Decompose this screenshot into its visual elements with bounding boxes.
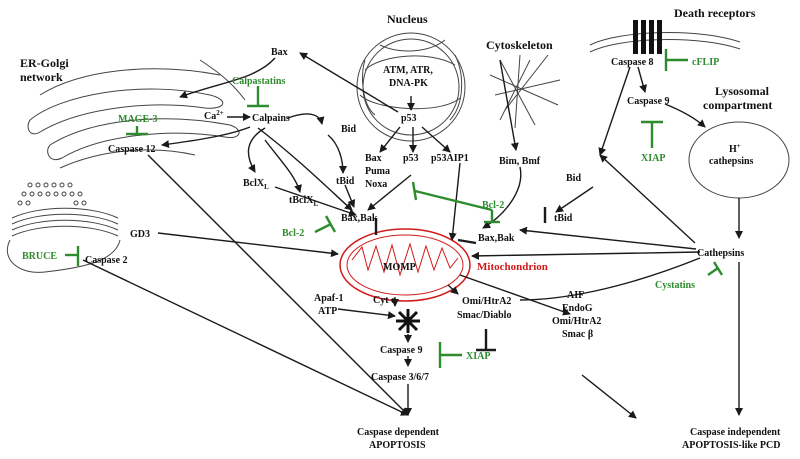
inhibitor-bcl2-mid: Bcl-2 — [482, 200, 504, 211]
outcome-caspase-independent-line2: APOPTOSIS-like PCD — [682, 440, 780, 451]
node-bim-bmf: Bim, Bmf — [499, 156, 541, 167]
node-baxbak-left: Bax,Bak — [341, 213, 378, 224]
mitochondrion-label: Mitochondrion — [477, 261, 548, 273]
inhibitor-bruce: BRUCE — [22, 251, 57, 262]
node-endog: EndoG — [562, 303, 593, 314]
apoptosome-icon — [396, 309, 420, 333]
inhibitor-mage3: MAGE-3 — [118, 114, 157, 125]
node-cytc: Cyt c — [373, 295, 396, 306]
node-apaf1: Apaf-1 — [314, 293, 343, 304]
node-p53-mid: p53 — [403, 153, 419, 164]
node-ca2: Ca2+ — [204, 109, 224, 122]
node-bax-list: Bax — [365, 153, 382, 164]
node-omi-htra2-mid: Omi/HtrA2 — [462, 296, 511, 307]
outcome-caspase-dependent-line1: Caspase dependent — [357, 427, 440, 438]
node-gd3: GD3 — [130, 229, 150, 240]
node-bid-right: Bid — [566, 173, 581, 184]
node-caspase367: Caspase 3/6/7 — [371, 372, 429, 383]
node-calpains: Calpains — [252, 113, 290, 124]
node-momp: MOMP — [383, 262, 416, 273]
inhibitor-cflip: cFLIP — [692, 57, 719, 68]
activation-arrows — [82, 52, 743, 419]
golgi-vesicles — [17, 182, 87, 206]
node-bax-top: Bax — [271, 47, 288, 58]
node-bid-left: Bid — [341, 124, 356, 135]
node-caspase2: Caspase 2 — [85, 255, 128, 266]
lysosomal-label-line1: Lysosomal — [715, 84, 770, 98]
node-caspase12: Caspase 12 — [108, 144, 156, 155]
node-tbid-right: tBid — [554, 213, 573, 224]
inhibitor-xiap-top: XIAP — [641, 153, 665, 164]
nucleus-label: Nucleus — [387, 12, 428, 26]
node-atp: ATP — [318, 306, 337, 317]
inhibitor-calpastatins: Calpastatins — [232, 76, 285, 87]
node-omi-htra2-right: Omi/HtrA2 — [552, 316, 601, 327]
cytoskeleton-label: Cytoskeleton — [486, 38, 553, 52]
outcome-caspase-dependent-line2: APOPTOSIS — [369, 440, 426, 451]
inhibitor-xiap-bottom: XIAP — [466, 351, 490, 362]
golgi-stack — [7, 207, 121, 273]
er-golgi-membranes — [27, 59, 246, 169]
node-cathepsins: Cathepsins — [697, 248, 744, 259]
node-tbid-mid: tBid — [336, 176, 355, 187]
node-caspase9-top: Caspase 9 — [627, 96, 670, 107]
node-smac-diablo: Smac/Diablo — [457, 310, 511, 321]
node-p53aip1: p53AIP1 — [431, 153, 469, 164]
node-atm-line2: DNA-PK — [389, 78, 428, 89]
node-tbclxl: tBclXL — [289, 195, 318, 208]
node-baxbak-right: Bax,Bak — [478, 233, 515, 244]
node-puma: Puma — [365, 166, 390, 177]
node-cathepsins-lyso: cathepsins — [709, 156, 754, 167]
node-bclxl: BclXL — [243, 178, 269, 191]
node-p53-top: p53 — [401, 113, 417, 124]
node-caspase9-bottom: Caspase 9 — [380, 345, 423, 356]
death-receptor-membrane — [589, 20, 741, 54]
node-aif: AIF — [567, 290, 584, 301]
node-atm-line1: ATM, ATR, — [383, 65, 433, 76]
node-noxa: Noxa — [365, 179, 387, 190]
er-golgi-label-line2: network — [20, 70, 63, 84]
er-golgi-label-line1: ER-Golgi — [20, 56, 69, 70]
node-h-plus: H+ — [729, 142, 741, 155]
death-receptors-label: Death receptors — [674, 6, 756, 20]
mitochondrion-organelle — [339, 228, 471, 302]
inhibitor-cystatins: Cystatins — [655, 280, 695, 291]
inhibitor-bcl2-left: Bcl-2 — [282, 228, 304, 239]
outcome-caspase-independent-line1: Caspase independent — [690, 427, 781, 438]
node-smac-beta: Smac β — [562, 329, 593, 340]
node-caspase8: Caspase 8 — [611, 57, 654, 68]
inhibition-bars — [65, 49, 724, 368]
lysosomal-label-line2: compartment — [703, 98, 772, 112]
